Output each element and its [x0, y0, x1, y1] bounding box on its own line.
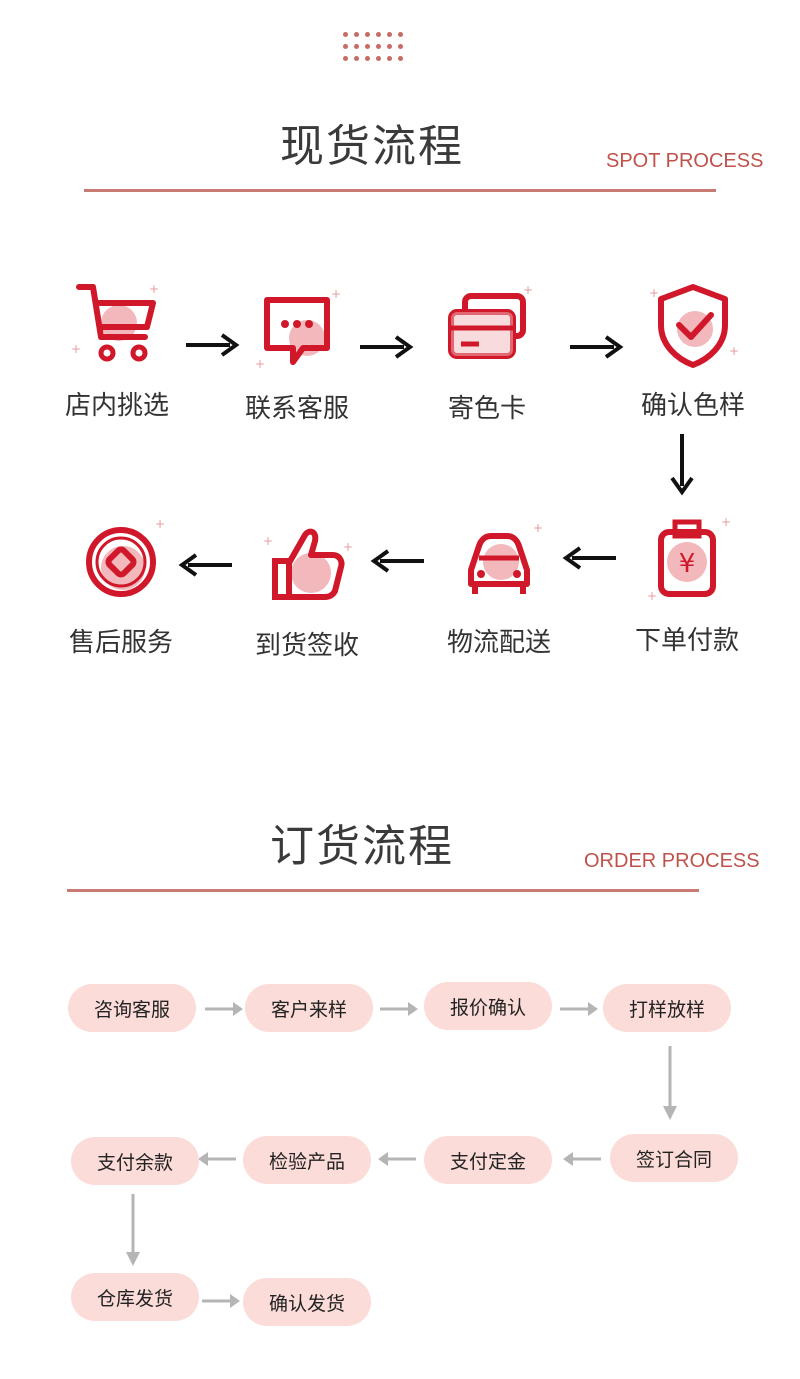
arrow-right-icon [360, 335, 414, 359]
card-icon: + [437, 278, 537, 378]
shopping-cart-icon: + + [67, 275, 167, 375]
spot-step-label: 售后服务 [68, 628, 173, 658]
svg-text:+: + [255, 357, 265, 371]
spot-step-payment: ¥ + + 下单付款 [612, 510, 762, 657]
order-step-balance: 支付余款 [71, 1137, 199, 1185]
spot-step-after-sales: + 售后服务 [46, 512, 196, 659]
arrow-down-icon [663, 1046, 677, 1120]
arrow-down-icon [670, 434, 694, 496]
spot-divider [84, 189, 716, 192]
spot-step-label: 店内挑选 [64, 391, 169, 421]
spot-step-label: 确认色样 [640, 391, 745, 421]
arrow-right-icon [186, 333, 240, 357]
svg-text:+: + [331, 287, 341, 301]
order-step-contract: 签订合同 [610, 1134, 738, 1182]
arrow-left-icon [178, 553, 232, 577]
svg-text:+: + [263, 534, 273, 548]
svg-text:+: + [729, 344, 739, 358]
arrow-left-icon [370, 549, 424, 573]
order-step-deposit: 支付定金 [424, 1136, 552, 1184]
spot-step-label: 到货签收 [254, 631, 359, 661]
arrow-left-icon [563, 1152, 601, 1166]
svg-text:+: + [343, 540, 353, 554]
spot-step-contact: + + 联系客服 [222, 278, 372, 425]
spot-title: 现货流程 [280, 121, 464, 172]
svg-text:+: + [523, 283, 533, 297]
svg-text:+: + [647, 589, 657, 603]
spot-step-confirm-color: + + 确认色样 [618, 275, 768, 422]
arrow-left-icon [562, 546, 616, 570]
svg-text:+: + [149, 282, 159, 296]
arrow-right-icon [205, 1002, 243, 1016]
spot-step-label: 物流配送 [446, 628, 551, 658]
service-badge-icon: + [71, 512, 171, 612]
svg-text:¥: ¥ [679, 549, 696, 579]
arrow-right-icon [202, 1294, 240, 1308]
car-icon: + [449, 512, 549, 612]
arrow-left-icon [378, 1152, 416, 1166]
order-step-consult: 咨询客服 [68, 984, 196, 1032]
svg-text:+: + [155, 517, 165, 531]
spot-step-select: + + 店内挑选 [42, 275, 192, 422]
order-step-sample: 客户来样 [245, 984, 373, 1032]
arrow-right-icon [560, 1002, 598, 1016]
svg-text:+: + [71, 342, 81, 356]
svg-text:+: + [721, 515, 731, 529]
order-title: 订货流程 [270, 821, 454, 872]
order-step-confirm-ship: 确认发货 [243, 1278, 371, 1326]
shield-check-icon: + + [643, 275, 743, 375]
arrow-right-icon [380, 1002, 418, 1016]
order-step-inspect: 检验产品 [243, 1136, 371, 1184]
chat-bubble-icon: + + [247, 278, 347, 378]
spot-step-label: 联系客服 [244, 394, 349, 424]
order-subtitle: ORDER PROCESS [584, 850, 760, 872]
spot-step-receive: + + 到货签收 [232, 515, 382, 662]
decorative-dots [343, 32, 403, 66]
order-step-proof: 打样放样 [603, 984, 731, 1032]
order-step-ship: 仓库发货 [71, 1273, 199, 1321]
yuan-payment-icon: ¥ + + [637, 510, 737, 610]
arrow-down-icon [126, 1194, 140, 1266]
svg-text:+: + [649, 286, 659, 300]
spot-step-delivery: + 物流配送 [424, 512, 574, 659]
order-divider [67, 889, 699, 892]
arrow-left-icon [198, 1152, 236, 1166]
spot-step-label: 下单付款 [634, 626, 739, 656]
thumbs-up-icon: + + [257, 515, 357, 615]
spot-subtitle: SPOT PROCESS [606, 150, 764, 172]
spot-step-color-card: + 寄色卡 [412, 278, 562, 425]
spot-step-label: 寄色卡 [447, 394, 526, 424]
arrow-right-icon [570, 335, 624, 359]
svg-text:+: + [533, 521, 543, 535]
order-step-quote: 报价确认 [424, 982, 552, 1030]
